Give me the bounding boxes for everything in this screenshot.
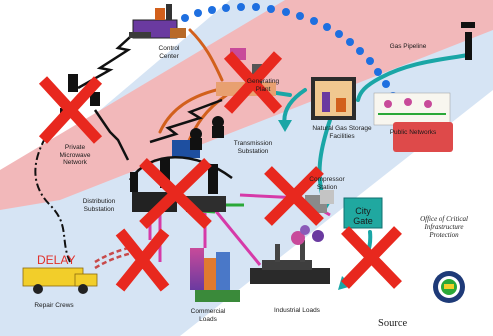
city-gate-icon bbox=[343, 197, 383, 229]
x-mark-distribution bbox=[139, 158, 212, 229]
x-mark-compressor bbox=[264, 166, 324, 226]
gas-storage-icon bbox=[311, 77, 356, 120]
failure-x-marks bbox=[38, 51, 402, 292]
gas-pipeline-label: Gas Pipeline bbox=[389, 43, 427, 50]
delay-label: DELAY bbox=[37, 253, 76, 267]
x-mark-microwave bbox=[38, 76, 103, 144]
communication-dots bbox=[181, 3, 413, 139]
repair-crews-label: Repair Crews bbox=[34, 302, 74, 309]
public-networks-label: Public Networks bbox=[389, 129, 437, 136]
wireless-links bbox=[77, 27, 223, 161]
arrow-storage bbox=[278, 120, 292, 132]
transmission-substation-label: Transmission Substation bbox=[233, 140, 273, 155]
industrial-plant-icon bbox=[250, 225, 330, 284]
control-center-icon bbox=[129, 4, 186, 39]
compressor-station-label: Compressor Station bbox=[309, 176, 345, 191]
private-microwave-network-label: Private Microwave Network bbox=[59, 144, 91, 166]
transmission-substation-icon bbox=[172, 116, 224, 158]
generating-plant-label: Generating Plant bbox=[246, 78, 280, 93]
repair-truck-icon bbox=[22, 267, 98, 294]
x-mark-generating-plant bbox=[223, 51, 283, 114]
pink-band bbox=[0, 0, 493, 210]
office-label: Office of Critical Infrastructure Protec… bbox=[420, 215, 468, 239]
gas-tower-icon bbox=[461, 22, 475, 60]
control-center-label: Control Center bbox=[158, 45, 180, 60]
public-networks-icon bbox=[373, 92, 453, 152]
commercial-buildings-icon bbox=[190, 248, 240, 302]
gas-storage-label: Natural Gas Storage Facilities bbox=[312, 125, 372, 140]
industrial-loads-label: Industrial Loads bbox=[274, 307, 320, 314]
doe-seal-icon bbox=[433, 271, 465, 303]
commercial-loads-label: Commercial Loads bbox=[190, 308, 226, 323]
city-gate-label: City Gate bbox=[353, 206, 373, 226]
x-mark-commercial bbox=[115, 228, 170, 292]
x-mark-city-gate bbox=[341, 226, 402, 289]
distribution-substation-label: Distribution Substation bbox=[82, 198, 116, 213]
source-label: Source bbox=[378, 318, 408, 329]
